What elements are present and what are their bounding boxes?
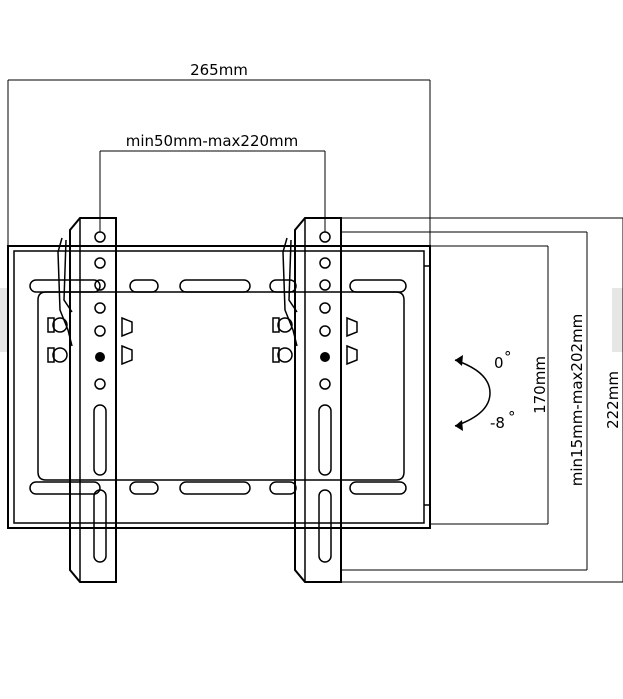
top-slots bbox=[29, 279, 407, 293]
wall-plate bbox=[7, 245, 431, 529]
tilt-upper-degree: ° bbox=[504, 348, 512, 366]
bottom-slots bbox=[29, 481, 407, 495]
tilt-upper-angle: 0 bbox=[494, 354, 504, 372]
overall-height-label: 222mm bbox=[604, 371, 622, 429]
frame-height-label: 170mm bbox=[531, 356, 549, 414]
tilt-arrow-up-icon bbox=[455, 355, 463, 366]
overall-height-dimension: 222mm bbox=[341, 217, 623, 583]
hole-spacing-vertical-label: min15mm-max202mm bbox=[568, 314, 586, 487]
tilt-lower-angle: -8 bbox=[490, 414, 505, 432]
left-bracket-arm bbox=[47, 217, 133, 583]
right-edge-shade bbox=[612, 288, 623, 352]
left-edge-shade bbox=[0, 288, 8, 352]
tilt-lower-degree: ° bbox=[508, 408, 516, 426]
right-bracket-arm bbox=[272, 217, 358, 583]
overall-width-dimension: 265mm bbox=[7, 61, 431, 246]
tilt-indicator: 0 ° -8 ° bbox=[454, 348, 516, 432]
frame-height-dimension: 170mm bbox=[430, 245, 549, 525]
hole-spacing-horizontal-label: min50mm-max220mm bbox=[126, 132, 299, 150]
tilt-arrow-down-icon bbox=[455, 420, 463, 431]
hole-spacing-vertical-dimension: min15mm-max202mm bbox=[341, 231, 588, 571]
hole-spacing-horizontal-dimension: min50mm-max220mm bbox=[99, 132, 326, 232]
overall-width-label: 265mm bbox=[190, 61, 248, 79]
